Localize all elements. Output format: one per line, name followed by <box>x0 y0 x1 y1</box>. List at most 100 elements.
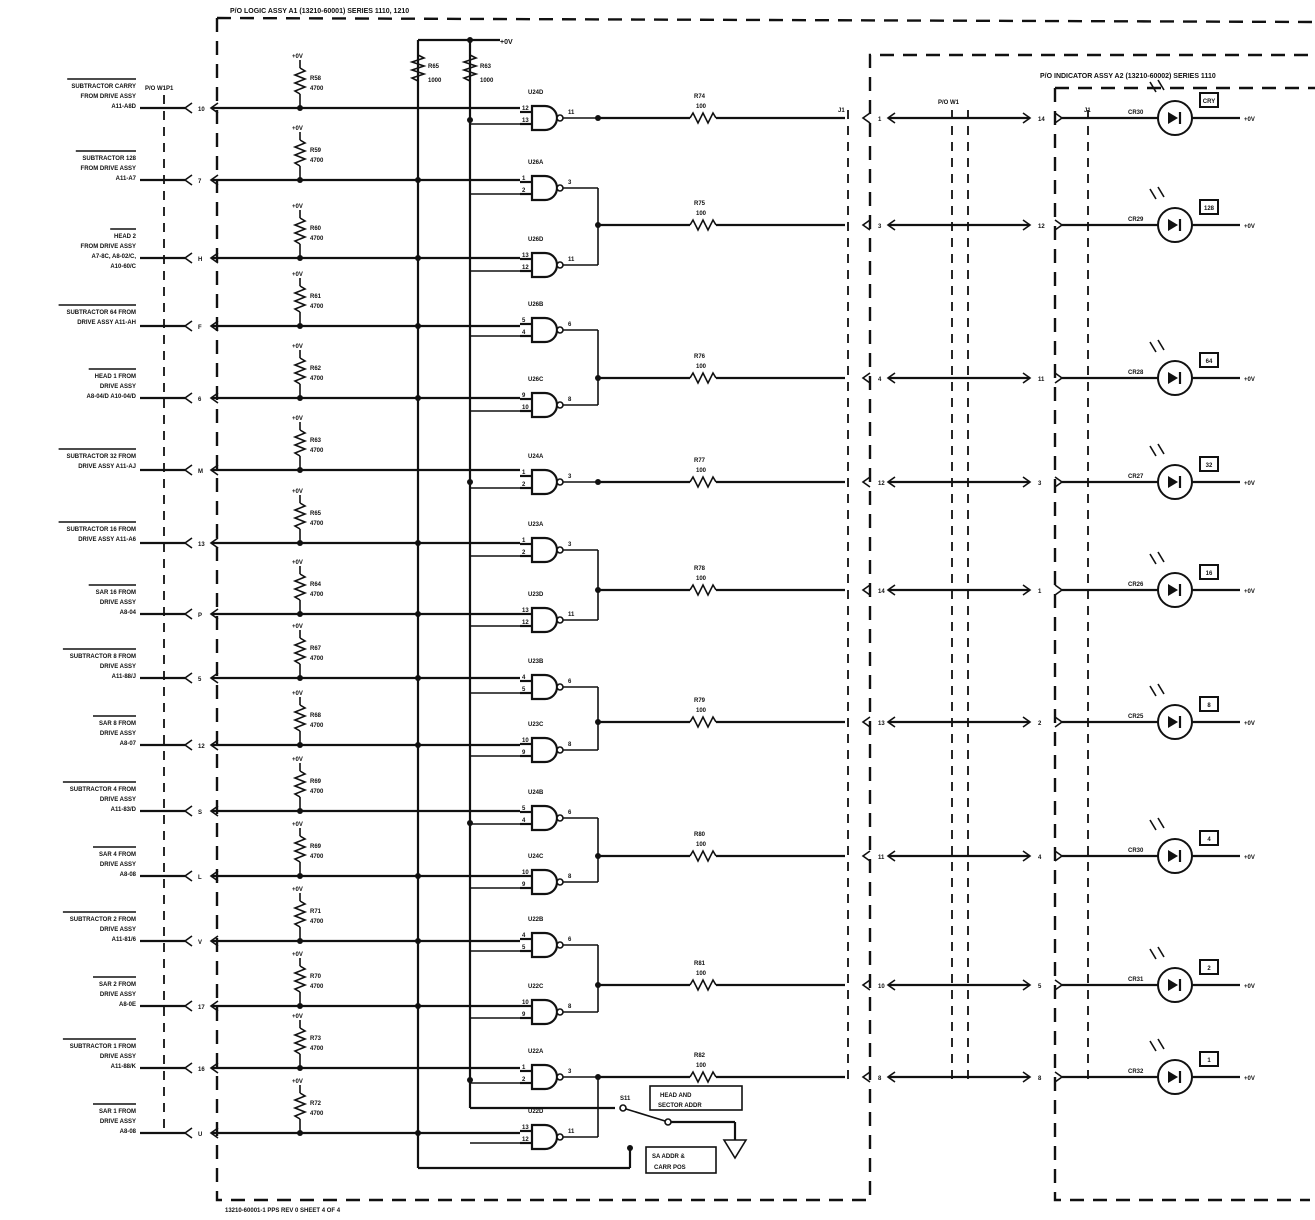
input-label: DRIVE ASSY <box>100 384 136 390</box>
input-label: SAR 4 FROM <box>99 852 136 858</box>
input-label: A7-8C, A8-02/C, <box>92 254 137 260</box>
input-label: A8-08 <box>120 872 137 878</box>
switch-pos-a-line1: HEAD AND <box>660 1093 692 1099</box>
input-label: FROM DRIVE ASSY <box>81 94 136 100</box>
input-pin: 13 <box>198 542 205 548</box>
input-pin: 10 <box>198 107 205 113</box>
gate-pin: 9 <box>522 882 526 888</box>
gate-pin: 2 <box>522 1077 526 1083</box>
gate-pin: 4 <box>522 818 526 824</box>
resistor-supply: +0V <box>292 272 303 278</box>
gate-name: U23C <box>528 722 544 728</box>
pullup-value: 4700 <box>310 592 324 598</box>
gate-pin: 13 <box>522 608 529 614</box>
j1-pin: 10 <box>878 984 885 990</box>
series-res-label: R79 <box>694 698 706 704</box>
pullup-value: 4700 <box>310 789 324 795</box>
power-buses <box>409 37 633 1170</box>
series-res-label: R81 <box>694 961 706 967</box>
resistor-supply: +0V <box>292 822 303 828</box>
gate-pin: 2 <box>522 550 526 556</box>
input-pin: F <box>198 325 202 331</box>
pullup-label: R67 <box>310 646 322 652</box>
pullup-value: 4700 <box>310 1046 324 1052</box>
series-res-value: 100 <box>696 468 707 474</box>
gate-pin: 4 <box>522 675 526 681</box>
series-res-value: 100 <box>696 104 707 110</box>
series-res-label: R78 <box>694 566 706 572</box>
j1-pin: 12 <box>878 481 885 487</box>
gate-name: U22D <box>528 1109 544 1115</box>
input-pin: 17 <box>198 1005 205 1011</box>
input-label: A11-88/K <box>111 1064 137 1070</box>
gate-name: U26A <box>528 160 544 166</box>
input-label: DRIVE ASSY A11-AJ <box>78 464 136 470</box>
gate-pin: 3 <box>568 180 572 186</box>
series-res-label: R74 <box>694 94 706 100</box>
gate-pin: 1 <box>522 470 526 476</box>
series-res-label: R82 <box>694 1053 706 1059</box>
pullup-label: R61 <box>310 294 322 300</box>
input-label: A11-A7 <box>116 176 137 182</box>
gate-pin: 13 <box>522 118 529 124</box>
input-label: DRIVE ASSY <box>100 862 136 868</box>
pullup-value: 4700 <box>310 521 324 527</box>
indicator-digit: 32 <box>1206 463 1213 469</box>
assembly-frames <box>163 16 1315 1202</box>
input-pin: P <box>198 613 202 619</box>
series-res-value: 100 <box>696 576 707 582</box>
w1-pin: 3 <box>1038 481 1042 487</box>
j1-pin: 3 <box>878 224 882 230</box>
input-label: SUBTRACTOR 32 FROM <box>66 454 136 460</box>
input-label: A8-04/D A10-04/D <box>87 394 137 400</box>
pullup-label: R59 <box>310 148 322 154</box>
gate-name: U26C <box>528 377 544 383</box>
pullup-label: R58 <box>310 76 322 82</box>
gate-pin: 9 <box>522 1012 526 1018</box>
switch-label: S11 <box>620 1096 631 1102</box>
led-supply: +0V <box>1244 481 1255 487</box>
pullup-label: R69 <box>310 844 322 850</box>
pullup-label: R65 <box>310 511 322 517</box>
input-label: DRIVE ASSY <box>100 927 136 933</box>
pullup-label: R64 <box>310 582 322 588</box>
gate-pin: 4 <box>522 933 526 939</box>
input-label: SAR 2 FROM <box>99 982 136 988</box>
pullup-value: 4700 <box>310 158 324 164</box>
input-label: SUBTRACTOR 1 FROM <box>70 1044 136 1050</box>
resistor-supply: +0V <box>292 952 303 958</box>
gate-pin: 11 <box>568 110 575 116</box>
gate-pin: 5 <box>522 945 526 951</box>
indicator-digit: CRY <box>1203 99 1215 105</box>
input-label: A8-0E <box>119 1002 136 1008</box>
pullup-label: R71 <box>310 909 322 915</box>
gate-pin: 10 <box>522 738 529 744</box>
gate-pin: 1 <box>522 538 526 544</box>
gate-name: U23D <box>528 592 544 598</box>
gate-pin: 8 <box>568 397 572 403</box>
pullup-value: 4700 <box>310 86 324 92</box>
j1-logic-label: J1 <box>838 108 845 114</box>
j1-pin: 13 <box>878 721 885 727</box>
led-label: CR28 <box>1128 370 1144 376</box>
gate-pin: 3 <box>568 474 572 480</box>
pullup-value: 4700 <box>310 984 324 990</box>
w1-pin: 4 <box>1038 855 1042 861</box>
input-pin: 7 <box>198 179 202 185</box>
resistor-supply: +0V <box>292 691 303 697</box>
indicator-assy-title: P/O INDICATOR ASSY A2 (13210-60002) SERI… <box>1040 73 1216 80</box>
pullup-value: 4700 <box>310 1111 324 1117</box>
logic-assy-title: P/O LOGIC ASSY A1 (13210-60001) SERIES 1… <box>230 8 409 15</box>
gate-pin: 3 <box>568 1069 572 1075</box>
